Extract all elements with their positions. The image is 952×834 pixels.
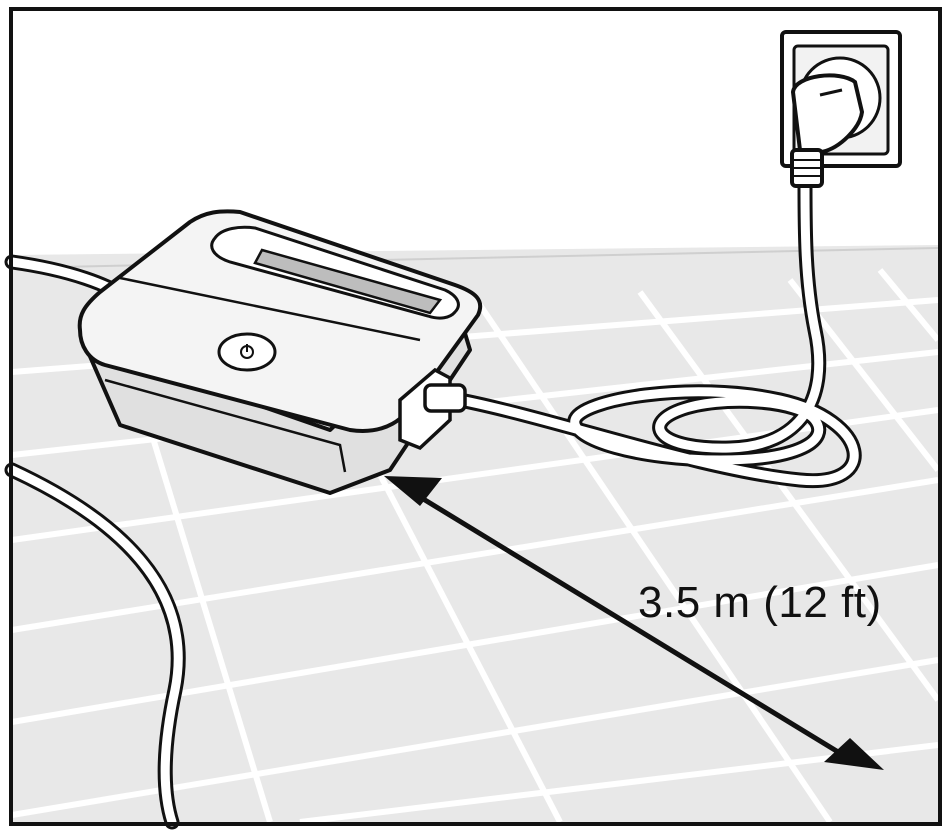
frame-border bbox=[9, 7, 942, 826]
power-button-icon bbox=[217, 332, 277, 372]
distance-label: 3.5 m (12 ft) bbox=[638, 578, 882, 627]
arrowhead-start bbox=[384, 476, 442, 506]
power-cord bbox=[452, 177, 862, 489]
arrowhead-end bbox=[824, 738, 884, 770]
power-supply-unit bbox=[77, 209, 483, 495]
plug-icon bbox=[790, 73, 865, 188]
distance-arrow bbox=[384, 476, 884, 770]
